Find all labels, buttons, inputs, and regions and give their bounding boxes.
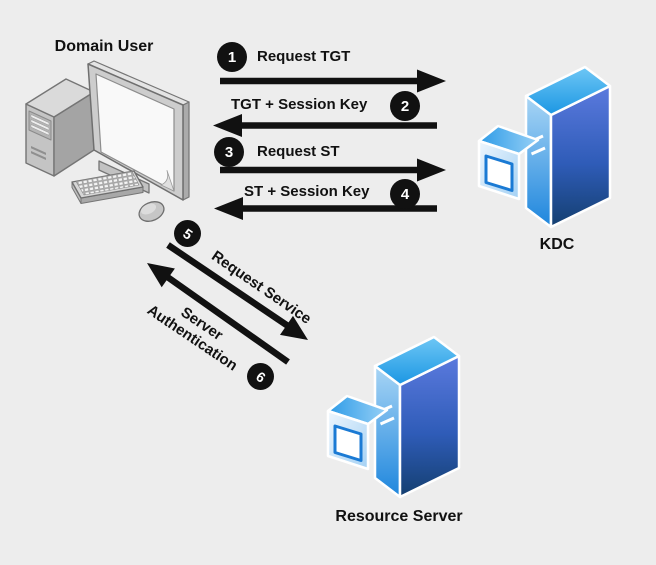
step-number: 5: [179, 224, 196, 243]
kdc-server-icon: [477, 65, 612, 229]
step-number: 3: [224, 143, 234, 161]
step-number: 6: [252, 367, 269, 386]
step-badge-3: 3: [214, 137, 244, 167]
step-badge-1: 1: [217, 42, 247, 72]
step-label-request-tgt: Request TGT: [257, 48, 351, 65]
arrow-step-3-request-st: [220, 158, 446, 182]
domain-user-computer-icon: [25, 60, 190, 222]
step-number: 4: [400, 185, 410, 203]
step-label-tgt-session-key: TGT + Session Key: [231, 96, 368, 113]
arrow-step-2-tgt-session-key: [213, 114, 437, 137]
domain-user-label: Domain User: [54, 38, 154, 55]
step-badge-6: 6: [247, 363, 274, 390]
kdc-label: KDC: [539, 236, 575, 253]
resource-server-icon: [326, 335, 461, 499]
arrow-step-1-request-tgt: [220, 69, 446, 93]
step-badge-2: 2: [390, 91, 420, 121]
resource-server-label: Resource Server: [335, 508, 463, 525]
arrow-step-4-st-session-key: [214, 197, 437, 220]
step-number: 2: [400, 97, 410, 115]
step-label-request-st: Request ST: [257, 143, 340, 160]
step-label-st-session-key: ST + Session Key: [244, 183, 370, 200]
step-badge-4: 4: [390, 179, 420, 209]
step-number: 1: [227, 48, 237, 66]
arrow-step-5-request-service: [166, 242, 308, 340]
arrow-step-6-server-authentication: [147, 263, 290, 365]
flow-arrows: [147, 69, 446, 365]
step-badge-5: 5: [174, 220, 201, 247]
